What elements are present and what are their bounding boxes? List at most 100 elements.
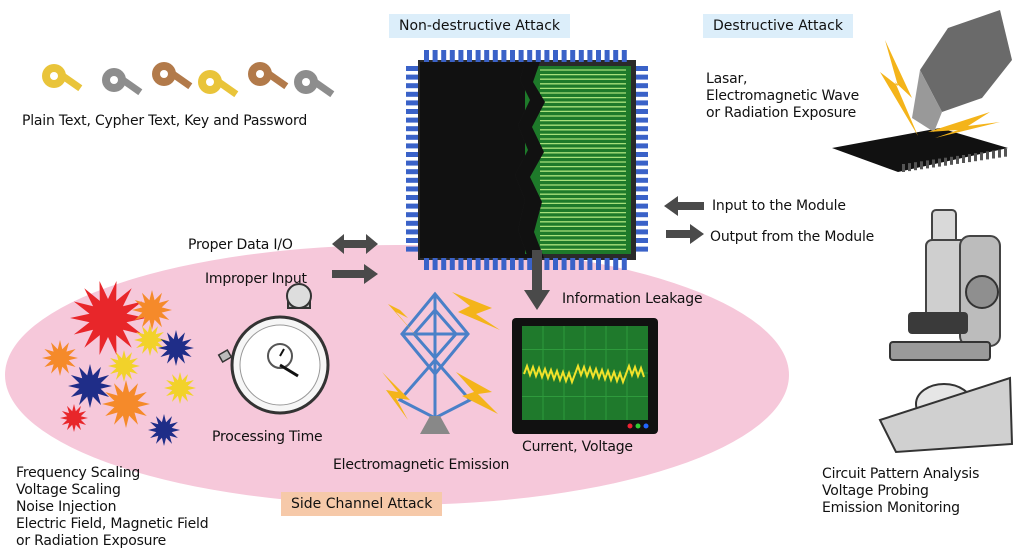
chip-pin xyxy=(636,100,648,106)
chip-pin xyxy=(636,195,648,200)
left-list-3: Noise Injection xyxy=(16,499,117,515)
key-icon xyxy=(152,62,193,90)
chip-pin xyxy=(475,50,481,62)
chip-pin xyxy=(636,238,648,243)
left-list-2: Voltage Scaling xyxy=(16,482,121,498)
starburst-icon xyxy=(108,350,140,382)
chip-pin xyxy=(596,258,601,270)
chip-pin xyxy=(458,258,464,270)
chip-pin xyxy=(467,258,472,270)
chip-pin xyxy=(527,50,533,62)
chip-pin xyxy=(561,258,567,270)
chip-pin xyxy=(406,134,418,140)
right-list-1: Circuit Pattern Analysis xyxy=(822,466,980,482)
chip-pin xyxy=(406,83,418,89)
starburst-icon xyxy=(68,364,112,408)
left-list-4: Electric Field, Magnetic Field xyxy=(16,516,209,532)
chip-pin xyxy=(587,50,593,62)
output-arrow xyxy=(666,224,704,244)
chip-pin xyxy=(406,152,418,157)
chip-pin xyxy=(636,74,648,80)
key-icon xyxy=(248,62,289,90)
starburst-icon xyxy=(42,340,78,376)
chip-pin xyxy=(636,109,648,114)
chip-pin xyxy=(484,50,490,62)
chip-pin xyxy=(406,160,418,166)
chip-pin xyxy=(458,50,464,62)
chip-pin xyxy=(406,169,418,175)
chip-pin xyxy=(467,50,472,62)
destructive-line-2: Electromagnetic Wave xyxy=(706,88,860,104)
chip-pin xyxy=(406,91,418,97)
chip-pin xyxy=(406,212,418,218)
proper-io-arrow xyxy=(332,234,378,254)
chip-pin xyxy=(636,66,648,71)
chip-pin xyxy=(636,169,648,175)
chip-pin xyxy=(449,50,455,62)
chip-pin xyxy=(636,152,648,157)
chip-pin xyxy=(501,50,507,62)
tag-non-destructive: Non-destructive Attack xyxy=(389,14,570,38)
chip-pin xyxy=(636,83,648,89)
keys-label: Plain Text, Cypher Text, Key and Passwor… xyxy=(22,113,308,129)
chip-pin xyxy=(553,258,558,270)
starburst-icon xyxy=(102,380,150,428)
starburst-icon xyxy=(132,290,172,330)
chip-pin xyxy=(527,258,533,270)
left-list-1: Frequency Scaling xyxy=(16,465,141,481)
chip-pin xyxy=(432,50,438,62)
chip-pin xyxy=(570,50,576,62)
input-arrow xyxy=(664,196,704,216)
chip-pin xyxy=(406,246,418,252)
tag-side-channel: Side Channel Attack xyxy=(281,492,443,516)
chip-pin xyxy=(561,50,567,62)
input-module-label: Input to the Module xyxy=(712,198,846,214)
chip-pin xyxy=(449,258,455,270)
chip-pin xyxy=(636,186,648,192)
improper-input-label: Improper Input xyxy=(205,271,307,287)
info-leakage-label: Information Leakage xyxy=(562,291,703,307)
chip-pin xyxy=(492,258,498,270)
key-icon xyxy=(42,64,83,92)
chip-pin xyxy=(441,258,447,270)
chip-pin xyxy=(636,212,648,218)
chip-pin xyxy=(406,203,418,209)
chip-pin xyxy=(406,100,418,106)
proper-io-label: Proper Data I/O xyxy=(188,237,293,253)
starburst-icon xyxy=(158,330,194,366)
chip-pin xyxy=(544,258,550,270)
chip-pin xyxy=(578,50,584,62)
destructive-line-1: Lasar, xyxy=(706,71,748,87)
chip-pin xyxy=(406,238,418,243)
chip-pin xyxy=(406,186,418,192)
chip-pin xyxy=(492,50,498,62)
chip-pin xyxy=(432,258,438,270)
chip-pin xyxy=(570,258,576,270)
chip-pin xyxy=(587,258,593,270)
chip-pin xyxy=(636,126,648,132)
chip-pin xyxy=(613,50,619,62)
starburst-icon xyxy=(70,281,146,355)
chip-pin xyxy=(544,50,550,62)
chip-pin xyxy=(424,50,429,62)
chip-pin xyxy=(636,117,648,123)
right-list-2: Voltage Probing xyxy=(822,483,929,499)
chip-pin xyxy=(636,134,648,140)
chip-pin xyxy=(636,220,648,226)
chip-pin xyxy=(441,50,447,62)
chip-pin xyxy=(621,50,627,62)
chip-pin xyxy=(636,246,648,252)
chip-pin xyxy=(636,91,648,97)
chip-pin xyxy=(406,66,418,71)
chip-pin xyxy=(510,50,515,62)
chip-pin xyxy=(636,229,648,235)
right-list-3: Emission Monitoring xyxy=(822,500,960,516)
chip-pin xyxy=(636,160,648,166)
chip-pin xyxy=(406,143,418,149)
